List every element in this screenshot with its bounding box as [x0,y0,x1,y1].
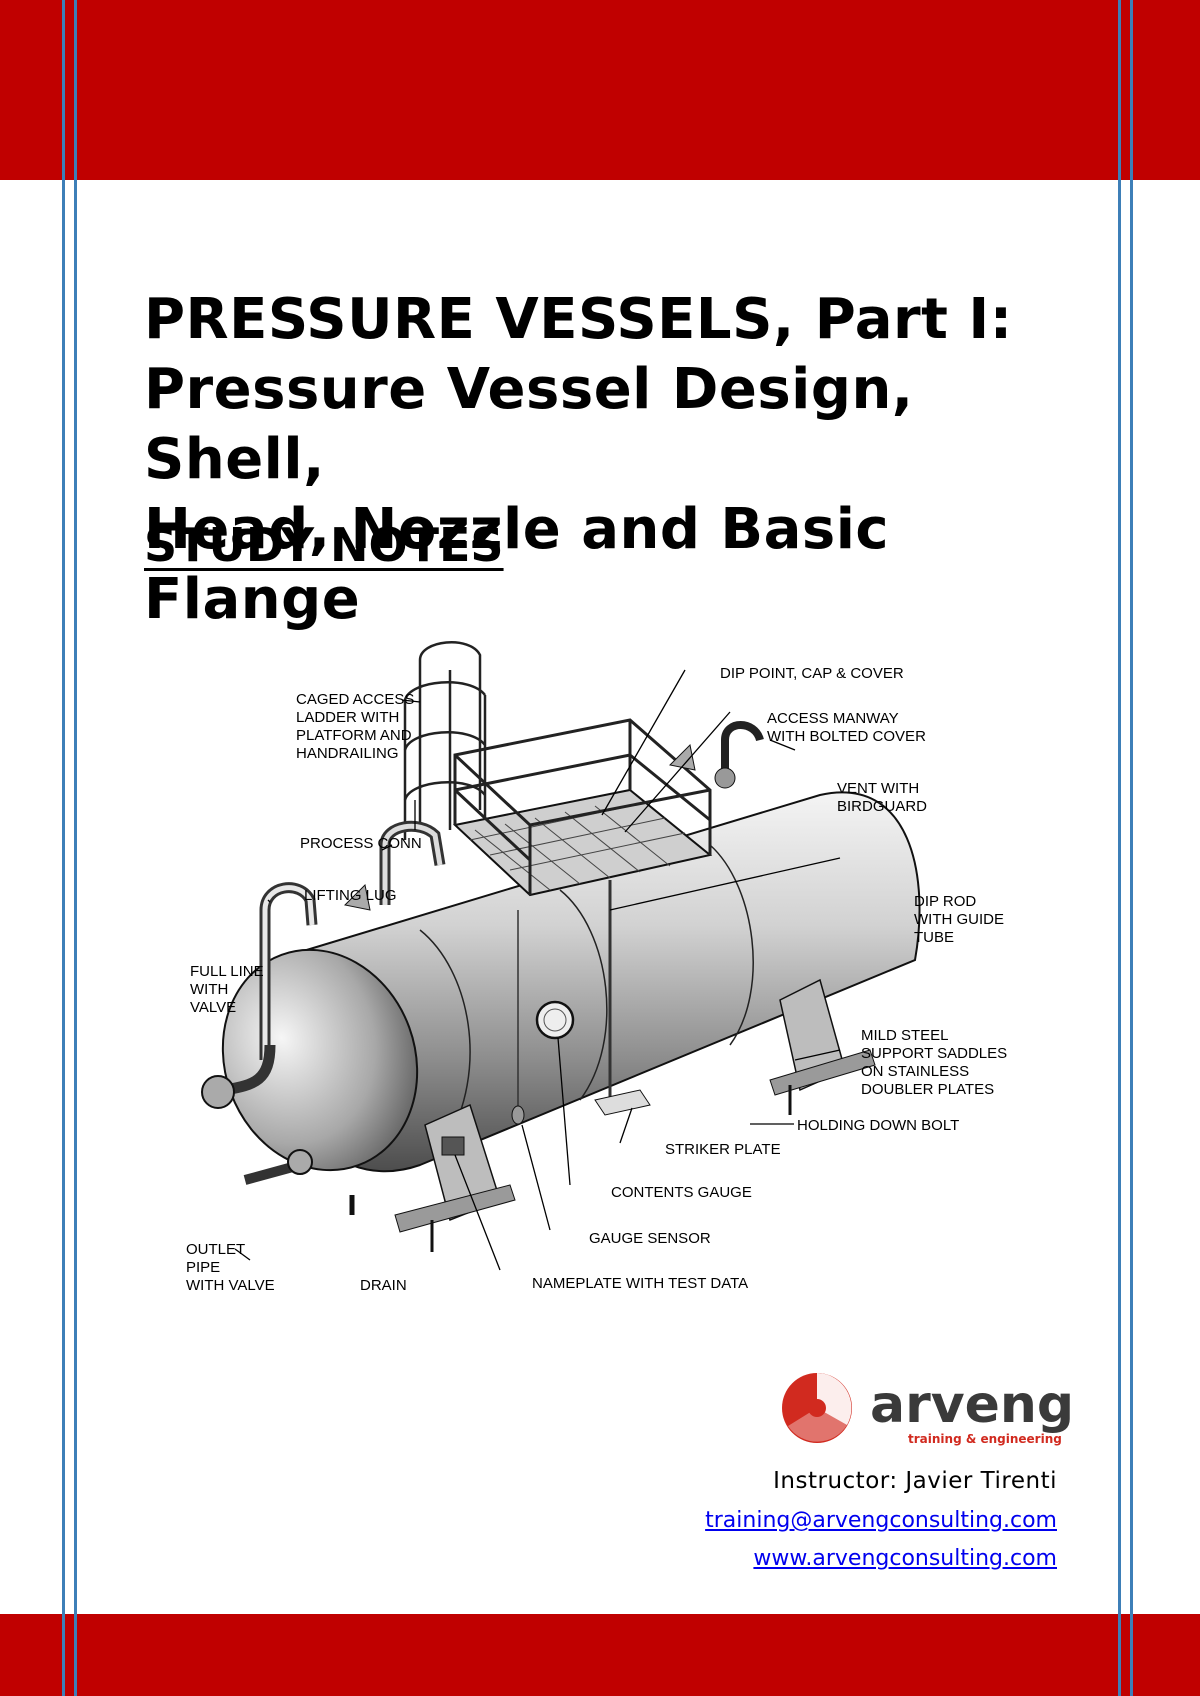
label-gauge-sensor: GAUGE SENSOR [589,1230,711,1247]
logo-tagline: training & engineering [908,1432,1062,1446]
label-drain: DRAIN [360,1277,407,1294]
top-red-band [0,0,1200,180]
arveng-logo-mark: arveng training & engineering [782,1373,1074,1446]
label-outlet-pipe: OUTLET PIPE WITH VALVE [186,1241,275,1294]
pressure-vessel-illustration: CAGED ACCESS LADDER WITH PLATFORM AND HA… [170,640,1050,1310]
vessel-diagram: CAGED ACCESS LADDER WITH PLATFORM AND HA… [186,641,1011,1294]
callout-leaders [234,669,841,1271]
label-support-saddles: MILD STEEL SUPPORT SADDLES ON STAINLESS … [861,1027,1011,1098]
label-dip-point: DIP POINT, CAP & COVER [720,665,904,682]
left-outer-rule [62,0,65,1696]
label-lifting-lug: LIFTING LUG [304,887,397,904]
logo-wordmark: arveng [870,1375,1070,1435]
email-link[interactable]: training@arvengconsulting.com [705,1508,1057,1533]
label-nameplate: NAMEPLATE WITH TEST DATA [532,1275,748,1292]
bottom-red-band [0,1614,1200,1696]
title-line-2: Pressure Vessel Design, Shell, [144,357,914,492]
label-striker-plate: STRIKER PLATE [665,1141,781,1158]
title-line-1: PRESSURE VESSELS, Part I: [144,287,1013,352]
label-vent: VENT WITH BIRDGUARD [837,780,927,815]
label-caged-access-ladder: CAGED ACCESS LADDER WITH PLATFORM AND HA… [296,691,419,762]
title-line-3: Head, Nozzle and Basic Flange [144,497,890,632]
label-holding-down-bolt: HOLDING DOWN BOLT [797,1117,959,1134]
vessel-drawing [201,641,921,1252]
label-contents-gauge: CONTENTS GAUGE [611,1184,752,1201]
label-access-manway: ACCESS MANWAY WITH BOLTED COVER [767,710,926,745]
document-title: PRESSURE VESSELS, Part I: Pressure Vesse… [144,285,1084,635]
document-subtitle: STUDY NOTES [144,518,504,572]
right-outer-rule [1130,0,1133,1696]
callout-labels: CAGED ACCESS LADDER WITH PLATFORM AND HA… [186,665,1011,1294]
website-link[interactable]: www.arvengconsulting.com [753,1546,1057,1571]
arveng-logo: arveng training & engineering [780,1370,1074,1450]
label-full-line: FULL LINE WITH VALVE [190,963,268,1016]
label-dip-rod: DIP ROD WITH GUIDE TUBE [914,893,1008,946]
right-inner-rule [1118,0,1121,1696]
left-inner-rule [74,0,77,1696]
label-process-conn: PROCESS CONN [300,835,422,852]
instructor-name: Instructor: Javier Tirenti [773,1468,1057,1494]
